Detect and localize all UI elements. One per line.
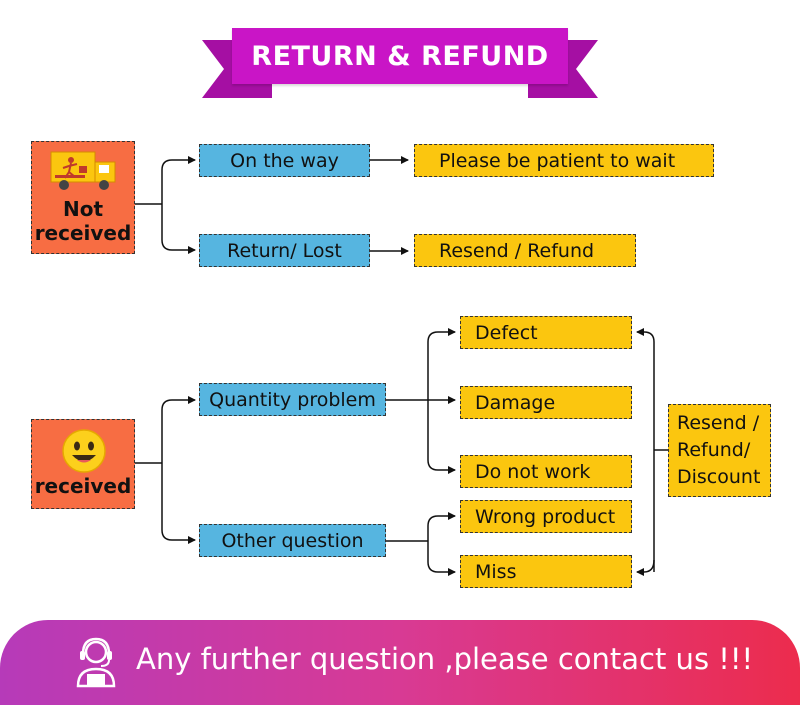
on-the-way-box: On the way <box>199 144 370 177</box>
not-received-label-line2: received <box>34 221 132 245</box>
patient-wait-box: Please be patient to wait <box>414 144 714 177</box>
return-lost-box: Return/ Lost <box>199 234 370 267</box>
patient-wait-text: Please be patient to wait <box>439 149 676 172</box>
issue-defect-box: Defect <box>460 316 632 349</box>
quantity-problem-box: Quantity problem <box>199 383 386 416</box>
issue-damage-text: Damage <box>475 391 556 414</box>
smiley-face-icon <box>62 429 106 473</box>
contact-footer: Any further question ,please contact us … <box>0 620 800 705</box>
issue-miss-text: Miss <box>475 560 517 583</box>
issue-defect-text: Defect <box>475 321 538 344</box>
issue-wrong-product-box: Wrong product <box>460 500 632 533</box>
resolution-line-3: Discount <box>677 466 761 488</box>
issue-wrong-product-text: Wrong product <box>475 505 616 528</box>
not-received-box: Not received <box>31 141 135 254</box>
issue-damage-box: Damage <box>460 386 632 419</box>
resolution-line-1: Resend / <box>677 412 760 434</box>
resolution-line-2: Refund/ <box>677 439 751 461</box>
received-label: received <box>34 474 132 498</box>
delivery-truck-icon <box>50 151 116 190</box>
resolution-box: Resend / Refund/ Discount <box>668 404 771 497</box>
issue-miss-box: Miss <box>460 555 632 588</box>
other-question-box: Other question <box>199 524 386 557</box>
resend-refund-box: Resend / Refund <box>414 234 636 267</box>
issue-do-not-work-text: Do not work <box>475 460 591 483</box>
contact-message: Any further question ,please contact us … <box>136 642 754 676</box>
resend-refund-text: Resend / Refund <box>439 239 595 262</box>
issue-do-not-work-box: Do not work <box>460 455 632 488</box>
page-title: RETURN & REFUND <box>232 28 568 84</box>
received-box: received <box>31 419 135 509</box>
not-received-label-line1: Not <box>62 197 104 221</box>
customer-service-headset-icon <box>76 637 116 688</box>
